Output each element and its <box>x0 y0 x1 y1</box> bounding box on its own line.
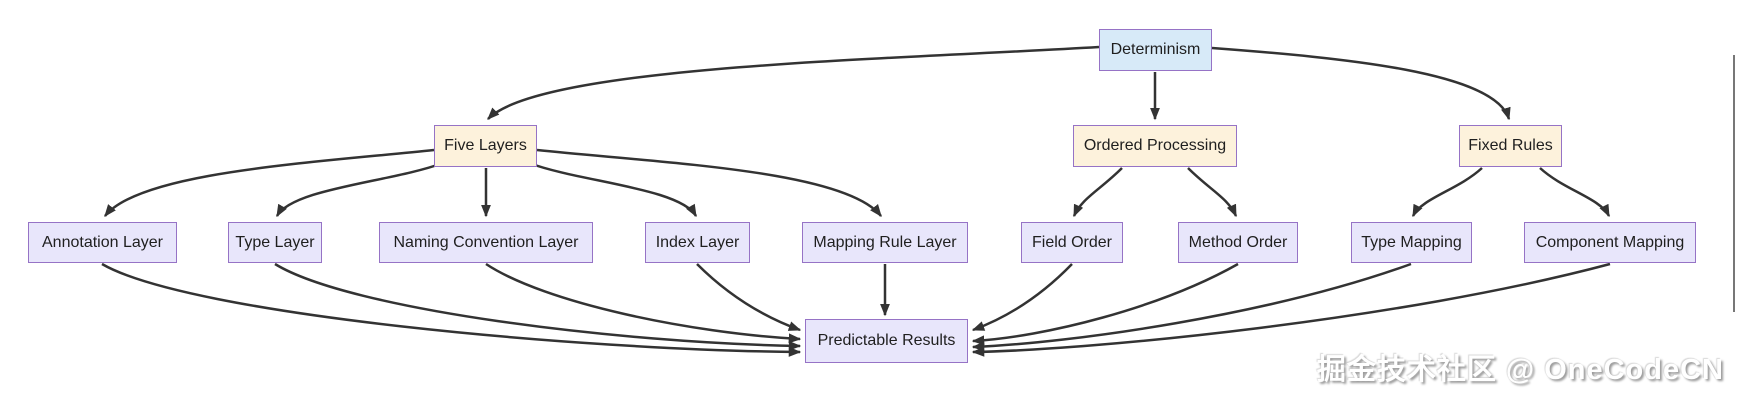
node-type-mapping: Type Mapping <box>1351 222 1472 263</box>
node-component-mapping: Component Mapping <box>1524 222 1696 263</box>
node-field-order-label: Field Order <box>1031 233 1113 251</box>
node-index-layer: Index Layer <box>645 222 750 263</box>
edge-field-order-to-predictable-results <box>971 263 1073 332</box>
edge-index-layer-to-predictable-results <box>696 263 802 332</box>
node-mapping-rule-layer-label: Mapping Rule Layer <box>813 233 957 251</box>
node-naming-convention-layer-label: Naming Convention Layer <box>393 233 579 251</box>
edge-ordered-processing-to-field-order <box>1072 167 1123 218</box>
node-annotation-layer-label: Annotation Layer <box>42 233 163 251</box>
node-type-layer-label: Type Layer <box>235 233 315 251</box>
edge-method-order-to-predictable-results <box>971 262 1239 346</box>
edge-naming-convention-layer-to-predictable-results <box>485 262 802 344</box>
node-ordered-processing-label: Ordered Processing <box>1083 137 1227 154</box>
edge-determinism-to-five-layers <box>487 45 1100 120</box>
edge-fixed-rules-to-type-mapping <box>1411 167 1483 218</box>
node-predictable-results: Predictable Results <box>805 319 968 363</box>
node-field-order: Field Order <box>1021 222 1123 263</box>
edge-annotation-layer-to-predictable-results <box>101 262 802 357</box>
node-type-layer: Type Layer <box>228 222 322 263</box>
node-fixed-rules: Fixed Rules <box>1459 125 1562 167</box>
node-determinism-label: Determinism <box>1110 41 1201 58</box>
node-index-layer-label: Index Layer <box>655 233 740 251</box>
node-fixed-rules-label: Fixed Rules <box>1468 137 1553 154</box>
node-method-order-label: Method Order <box>1188 233 1288 251</box>
node-ordered-processing: Ordered Processing <box>1073 125 1237 167</box>
edge-type-mapping-to-predictable-results <box>971 262 1412 352</box>
edge-ordered-processing-to-method-order <box>1187 167 1238 218</box>
edge-five-layers-to-mapping-rule-layer <box>536 148 882 217</box>
node-annotation-layer: Annotation Layer <box>28 222 177 263</box>
edge-five-layers-to-index-layer <box>528 161 698 218</box>
edge-five-layers-to-annotation-layer <box>104 148 435 217</box>
edge-component-mapping-to-predictable-results <box>971 262 1611 357</box>
node-determinism: Determinism <box>1099 29 1212 71</box>
edge-five-layers-to-type-layer <box>275 161 444 218</box>
node-method-order: Method Order <box>1178 222 1298 263</box>
node-predictable-results-label: Predictable Results <box>817 332 956 349</box>
edge-fixed-rules-to-component-mapping <box>1539 167 1611 218</box>
node-five-layers-label: Five Layers <box>444 137 527 154</box>
node-naming-convention-layer: Naming Convention Layer <box>379 222 593 263</box>
node-component-mapping-label: Component Mapping <box>1535 233 1685 251</box>
edge-type-layer-to-predictable-results <box>274 262 802 351</box>
edge-determinism-to-fixed-rules <box>1211 46 1511 121</box>
watermark: 掘金技术社区 @ OneCodeCN <box>1316 354 1724 386</box>
node-mapping-rule-layer: Mapping Rule Layer <box>802 222 968 263</box>
node-type-mapping-label: Type Mapping <box>1361 233 1462 251</box>
node-five-layers: Five Layers <box>434 125 537 167</box>
